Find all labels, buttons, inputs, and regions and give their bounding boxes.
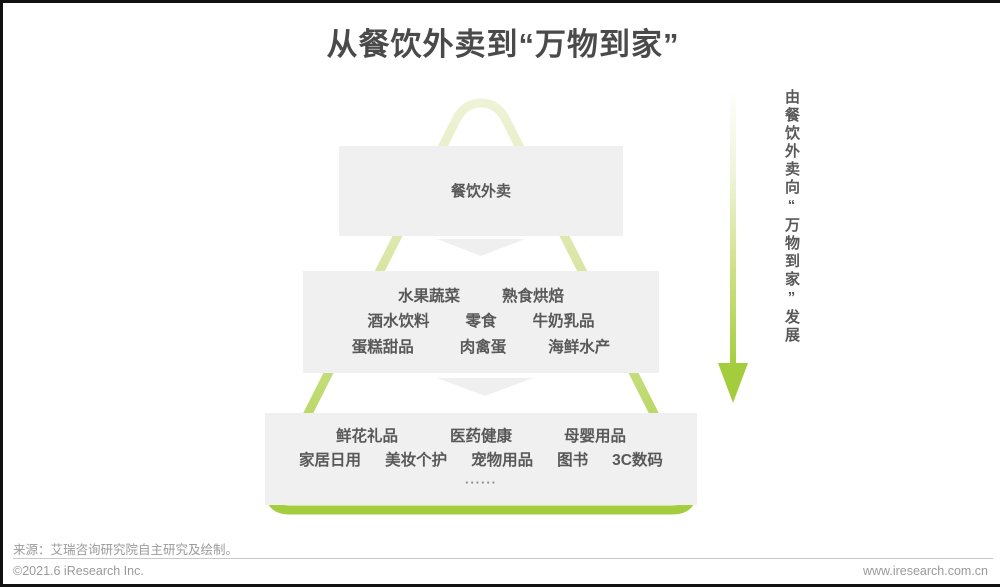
trend-arrow	[716, 95, 750, 405]
pyramid-tier-bottom: 鲜花礼品 医药健康 母婴用品 家居日用 美妆个护 宠物用品 图书 3C数码 ··…	[265, 413, 697, 505]
tier-row: 蛋糕甜品 肉禽蛋 海鲜水产	[303, 340, 659, 356]
page-title: 从餐饮外卖到“万物到家”	[326, 27, 680, 62]
category-item: 3C数码	[612, 451, 663, 469]
category-item: 零食	[465, 313, 497, 331]
tier-row: 鲜花礼品 医药健康 母婴用品	[265, 429, 697, 445]
website-url: www.iresearch.com.cn	[862, 564, 988, 578]
tier-separator-chevron-icon	[437, 239, 525, 256]
pyramid-diagram: 餐饮外卖 水果蔬菜 熟食烘焙 酒水饮料 零食 牛奶乳品 蛋糕甜品 肉禽蛋 海鲜水…	[251, 91, 711, 517]
category-item: 宠物用品	[471, 451, 534, 469]
category-item: 家居日用	[299, 451, 362, 469]
category-item: 熟食烘焙	[502, 287, 565, 305]
source-note: 来源：艾瑞咨询研究院自主研究及绘制。	[13, 543, 239, 557]
tier-row: 水果蔬菜 熟食烘焙	[303, 289, 659, 305]
category-item: 肉禽蛋	[459, 338, 507, 356]
category-item: 医药健康	[449, 428, 512, 445]
category-item: 蛋糕甜品	[351, 338, 414, 356]
category-item: 母婴用品	[564, 428, 627, 445]
pyramid-outline-svg	[265, 98, 697, 515]
pyramid-outline-path	[265, 98, 697, 515]
pyramid-tiers: 餐饮外卖 水果蔬菜 熟食烘焙 酒水饮料 零食 牛奶乳品 蛋糕甜品 肉禽蛋 海鲜水…	[251, 91, 711, 517]
category-item: 美妆个护	[385, 451, 448, 469]
tier-row: 餐饮外卖	[339, 184, 623, 199]
footer-divider	[13, 558, 993, 559]
copyright-text: ©2021.6 iResearch Inc.	[13, 564, 144, 578]
tier-row: 酒水饮料 零食 牛奶乳品	[303, 314, 659, 330]
category-item: 水果蔬菜	[397, 287, 460, 305]
trend-arrow-caption: 由餐饮外卖向“万物到家”发展	[783, 89, 800, 345]
pyramid-tier-top: 餐饮外卖	[339, 146, 623, 236]
category-item: 图书	[557, 451, 589, 469]
tier-row: 家居日用 美妆个护 宠物用品 图书 3C数码	[265, 451, 697, 469]
category-item: 酒水饮料	[367, 313, 430, 331]
category-item: 鲜花礼品	[335, 428, 398, 445]
category-item: 牛奶乳品	[532, 313, 595, 331]
down-arrow-icon	[718, 95, 748, 403]
tier-separator-chevron-icon	[437, 378, 533, 396]
category-item: 餐饮外卖	[450, 182, 511, 200]
pyramid-tier-middle: 水果蔬菜 熟食烘焙 酒水饮料 零食 牛奶乳品 蛋糕甜品 肉禽蛋 海鲜水产	[303, 271, 659, 373]
category-item: 海鲜水产	[548, 338, 611, 356]
more-categories-ellipsis: ······	[465, 475, 497, 490]
